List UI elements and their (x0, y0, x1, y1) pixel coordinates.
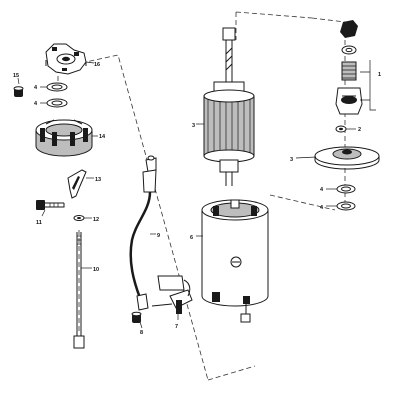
part-12-washer (73, 215, 85, 221)
callout-1: 1 (378, 72, 381, 78)
part-5-armature (203, 27, 255, 186)
part-9-cable (129, 155, 157, 311)
part-4-washers-right (336, 184, 356, 211)
callout-12: 12 (93, 217, 99, 223)
part-11-bolt (36, 200, 65, 210)
part-8-nut (131, 311, 142, 323)
callout-2: 2 (358, 127, 361, 133)
callout-11: 11 (36, 220, 42, 226)
callout-15: 15 (13, 73, 19, 79)
callouts: 1 2 3 4 4 3 6 16 15 4 4 14 13 12 11 10 9… (13, 62, 381, 336)
part-15-nut (13, 86, 24, 97)
leader-lines (17, 60, 376, 329)
part-2-washer (335, 125, 347, 133)
callout-7: 7 (175, 324, 178, 330)
callout-4-right-lower: 4 (320, 205, 324, 211)
part-3-drive-end-plate (314, 146, 380, 170)
callout-9: 9 (157, 233, 160, 239)
part-10-through-bolt (73, 232, 85, 349)
callout-8: 8 (140, 330, 143, 336)
part-16-brush-end-plate (45, 43, 87, 75)
callout-4-left-upper: 4 (34, 85, 38, 91)
part-4-washers-upper (46, 82, 68, 108)
callout-4-right-upper: 4 (320, 187, 324, 193)
alignment-lines (57, 11, 346, 381)
part-1-drive-assembly (335, 20, 363, 115)
callout-4-left-lower: 4 (34, 101, 38, 107)
callout-3-right: 3 (290, 157, 293, 163)
callout-6: 6 (190, 235, 193, 241)
callout-13: 13 (95, 177, 101, 183)
part-7-brush-clip (151, 275, 193, 314)
part-14-brush-ring (35, 119, 93, 157)
callout-14: 14 (99, 134, 106, 140)
callout-10: 10 (93, 267, 99, 273)
callout-16: 16 (94, 62, 100, 68)
part-6-housing (201, 199, 269, 323)
part-13-terminal-bracket (67, 169, 87, 199)
callout-3-armature: 3 (192, 123, 195, 129)
